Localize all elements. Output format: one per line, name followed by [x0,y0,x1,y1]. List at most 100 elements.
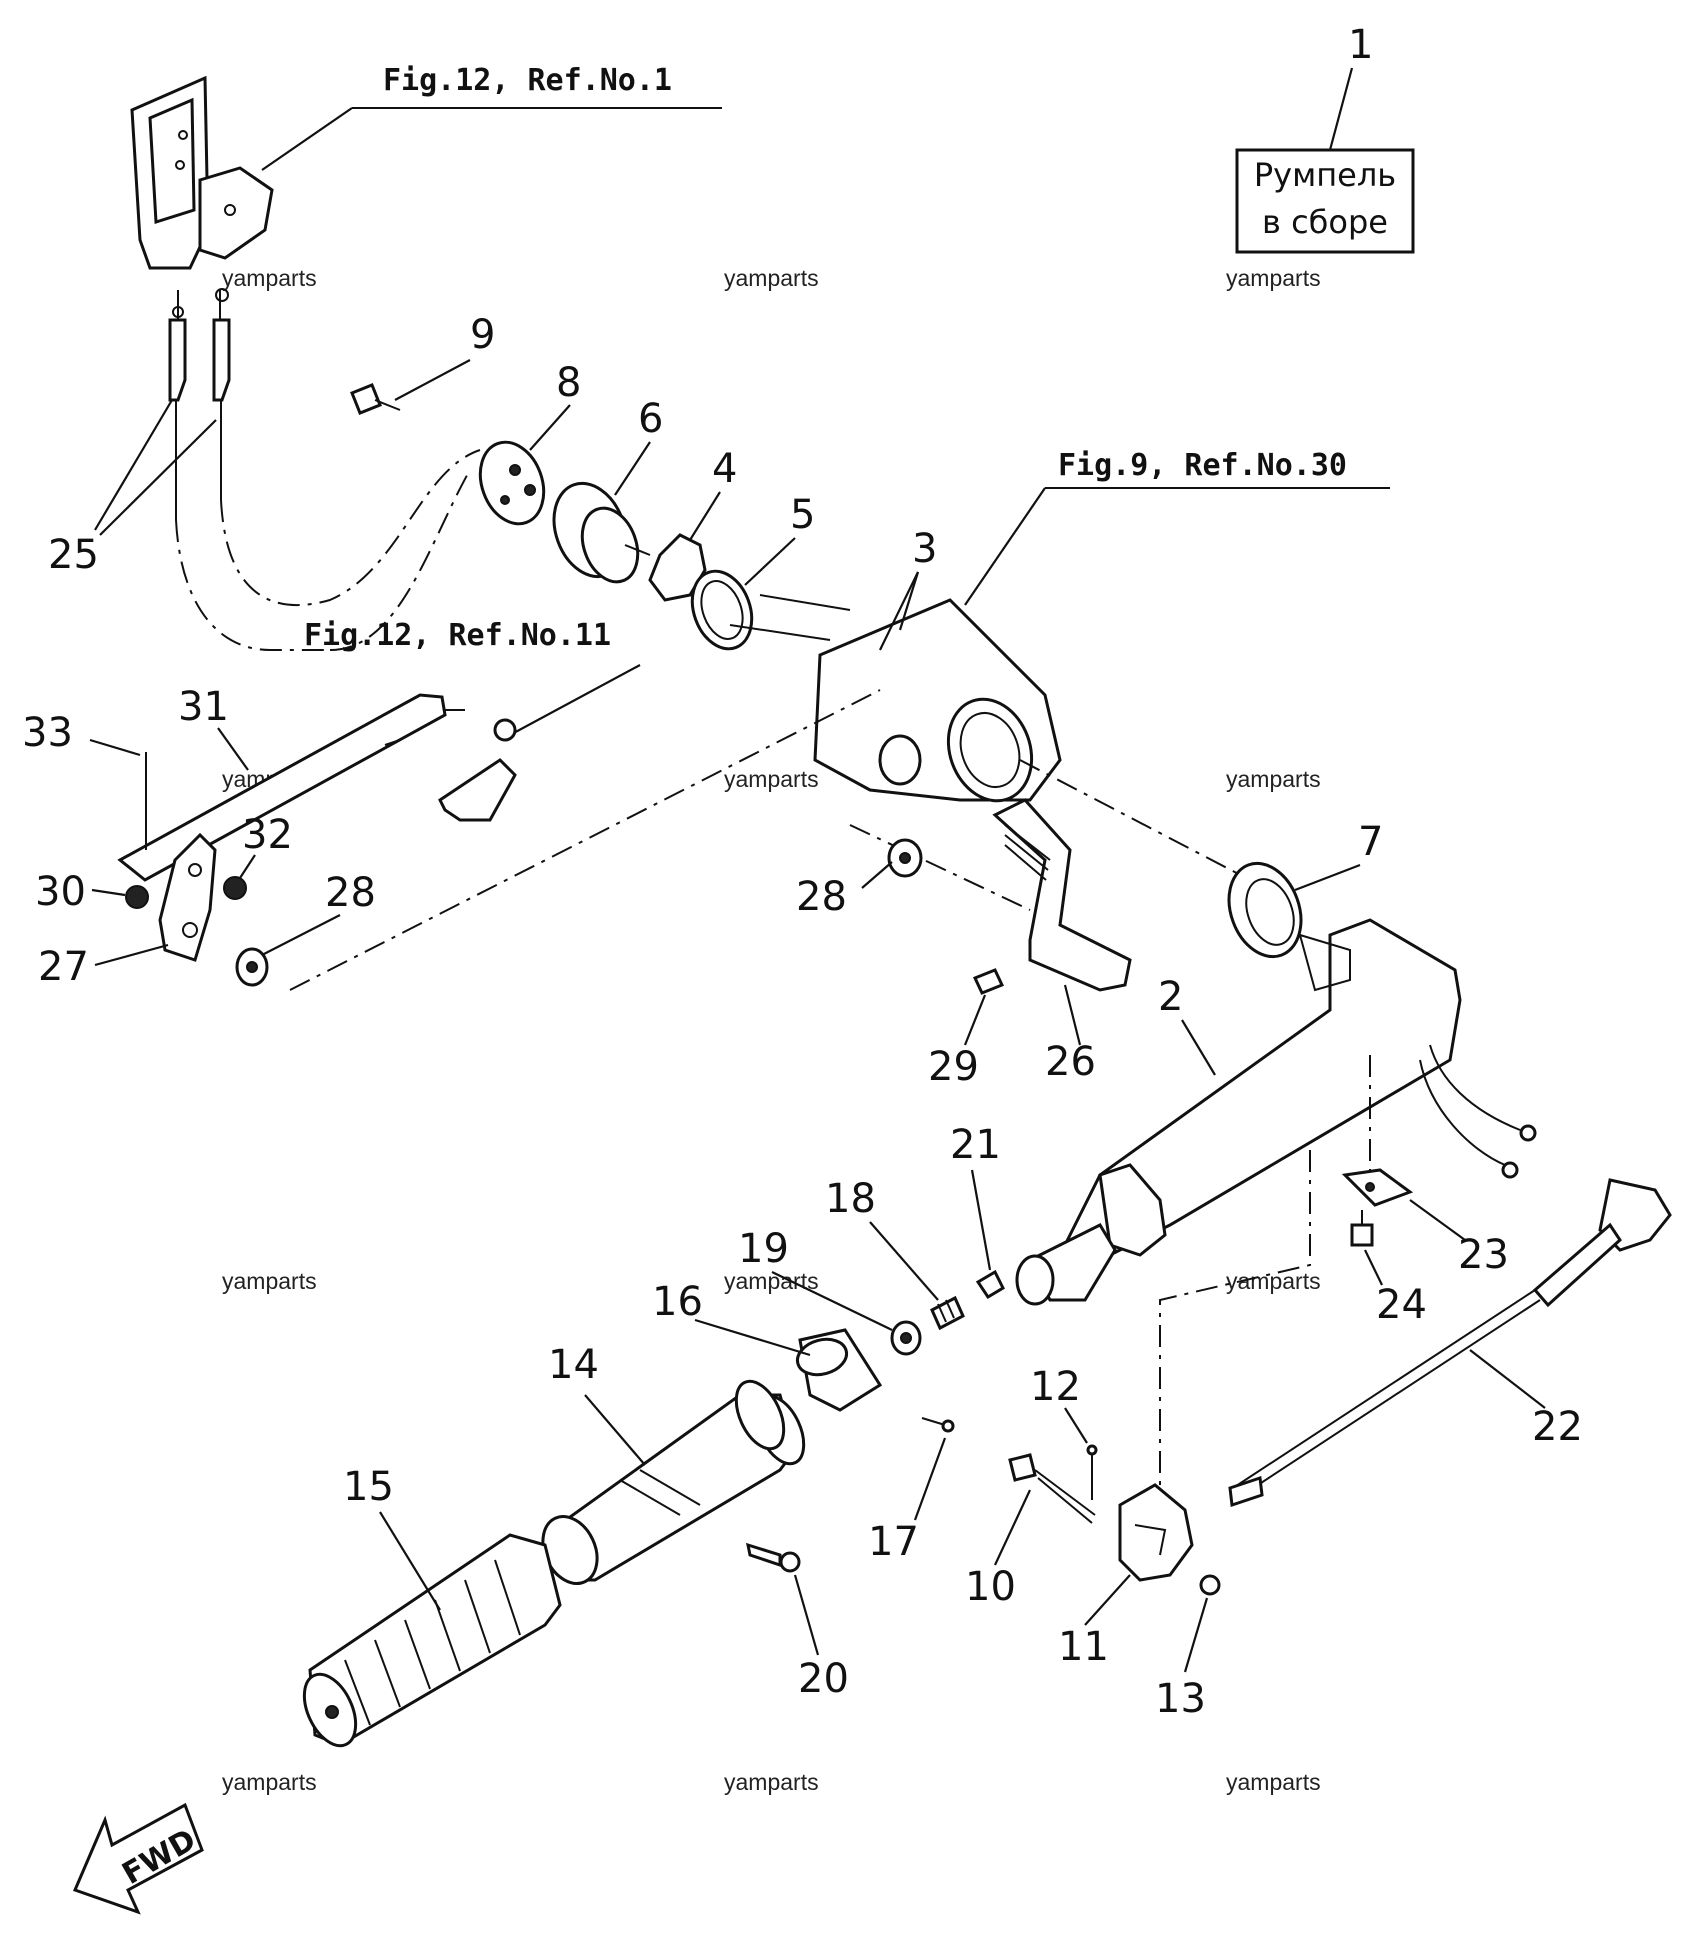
assembly-box-line2: в сборе [1262,203,1388,241]
leader-line [99,419,217,536]
collar-16 [795,1328,883,1412]
link-rod-31 [117,693,465,882]
throttle-grip-15 [302,1533,562,1748]
throttle-cable-22 [1228,1178,1672,1508]
callout-29: 29 [928,1044,979,1090]
callout-7: 7 [1358,819,1383,865]
bracket-part [130,75,274,270]
leader-line [970,1169,992,1271]
watermark: yamparts [1226,265,1321,291]
callout-33: 33 [22,710,73,756]
throttle-sleeve-6 [552,481,651,584]
leader-line [94,399,173,531]
friction-lever-26 [992,798,1132,992]
callout-27: 27 [38,944,89,990]
control-cables-25 [168,288,481,651]
plate-23 [1341,1168,1414,1207]
leader-line [261,107,353,171]
callout-21: 21 [950,1122,1001,1168]
watermark: yamparts [1226,1769,1321,1795]
steering-bracket-housing [729,594,1062,803]
watermark: yamparts [222,265,317,291]
callout-18: 18 [825,1176,876,1222]
leader-line [898,571,920,631]
nut-30 [125,885,149,909]
leader-line [964,487,1046,606]
leader-line [1328,67,1354,151]
leader-line [793,1574,820,1656]
callout-31: 31 [178,684,229,730]
leader-line [963,994,987,1046]
callout-23: 23 [1458,1232,1509,1278]
leader-line [261,914,341,956]
assembly-box-line1: Румпель [1254,156,1396,194]
leader-line [1084,1574,1131,1626]
screw-17 [921,1417,955,1433]
leader-line [529,404,571,451]
leader-line [1181,1019,1216,1076]
screw-20 [746,1542,801,1573]
callout-3: 3 [912,526,937,572]
caption-fig9-ref30: Fig.9, Ref.No.30 [1058,448,1347,483]
leader-line [694,1318,811,1357]
callout-16: 16 [652,1279,703,1325]
leader-line [379,1511,441,1611]
nut-32 [223,876,247,900]
bolt-10 [1008,1453,1096,1524]
leader-line [861,861,893,889]
nut-13 [1199,1574,1221,1596]
callout-20: 20 [798,1656,849,1702]
callout-15: 15 [343,1464,394,1510]
leader-line [1183,1597,1209,1673]
callout-2: 2 [1158,974,1183,1020]
callout-14: 14 [548,1342,599,1388]
leader-line [1409,1199,1466,1241]
callout-4: 4 [712,446,737,492]
axis-line [1159,1150,1311,1490]
callout-30: 30 [35,869,86,915]
axis-line [1019,759,1251,881]
watermark: yamparts [1226,766,1321,792]
leader-line [614,441,651,496]
throttle-shaft-14 [541,1379,806,1585]
callout-9: 9 [470,312,495,358]
spring-18 [930,1295,965,1331]
washer-19 [890,1320,922,1356]
leader-line [1294,863,1361,892]
leader-line [879,571,919,651]
callout-22: 22 [1532,1404,1583,1450]
watermark: yamparts [724,1268,819,1294]
watermark: yamparts [724,766,819,792]
leader-line [1364,1249,1383,1286]
leader-line [94,943,169,967]
axis-line [849,824,1031,911]
callout-26: 26 [1045,1039,1096,1085]
leader-line [217,727,249,771]
callout-11: 11 [1058,1624,1109,1670]
callout-28-left: 28 [325,870,376,916]
bolt-24 [1350,1210,1374,1247]
leader-line [394,359,471,401]
callout-24: 24 [1376,1282,1427,1328]
leader-line [584,1394,646,1466]
leader-line [689,491,721,541]
callout-10: 10 [965,1564,1016,1610]
caption-fig12-ref11: Fig.12, Ref.No.11 [304,618,611,653]
watermark: yamparts [724,265,819,291]
callout-1: 1 [1348,22,1373,68]
leader-line [1063,984,1082,1046]
callout-5: 5 [790,492,815,538]
leader-line [771,1271,893,1331]
ring-7 [1227,861,1303,959]
callout-32: 32 [242,812,293,858]
callout-6: 6 [638,396,663,442]
pin-29 [972,968,1005,995]
washer-28-left [235,947,269,987]
axis-line [289,689,881,991]
callout-17: 17 [868,1519,919,1565]
leader-line [1064,1407,1088,1444]
lever-27 [158,832,217,962]
leader-line [239,854,256,879]
cable-holder-11 [1118,1483,1194,1582]
